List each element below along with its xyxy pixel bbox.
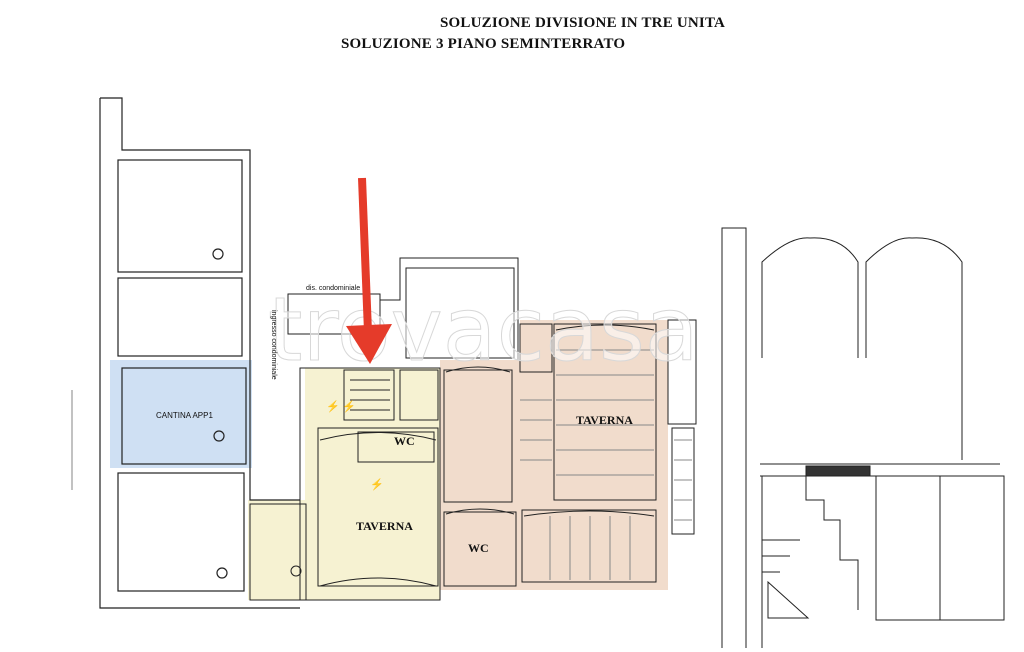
svg-text:⚡: ⚡ (326, 400, 340, 413)
label-ingresso-condominiale: ingresso condominiale (270, 310, 277, 380)
label-taverna-right: TAVERNA (576, 413, 633, 427)
highlight-arrow (346, 177, 392, 364)
svg-text:⚡: ⚡ (342, 400, 356, 413)
svg-text:⚡: ⚡ (370, 478, 384, 491)
title-line-1: SOLUZIONE DIVISIONE IN TRE UNITA (440, 15, 726, 31)
arrow-shaft (358, 177, 372, 333)
section-drawing (721, 227, 1005, 648)
corridor-walls (249, 257, 519, 601)
stair-markers: ⚡ ⚡ ⚡ (326, 400, 384, 491)
label-cantina-app1: CANTINA APP1 (156, 411, 213, 420)
left-wing-walls (71, 97, 300, 609)
zone-cantina-app1 (110, 360, 252, 468)
arrow-head (346, 324, 392, 364)
label-wc-left: WC (394, 434, 415, 448)
label-taverna-left: TAVERNA (356, 519, 413, 533)
label-dis-condominiale: dis. condominiale (306, 285, 360, 292)
label-wc-right: WC (468, 541, 489, 555)
title-line-2: SOLUZIONE 3 PIANO SEMINTERRATO (341, 36, 626, 52)
right-unit-walls (443, 319, 697, 587)
watermark: trovacasa (268, 278, 699, 381)
zone-unit-yellow (248, 368, 440, 600)
